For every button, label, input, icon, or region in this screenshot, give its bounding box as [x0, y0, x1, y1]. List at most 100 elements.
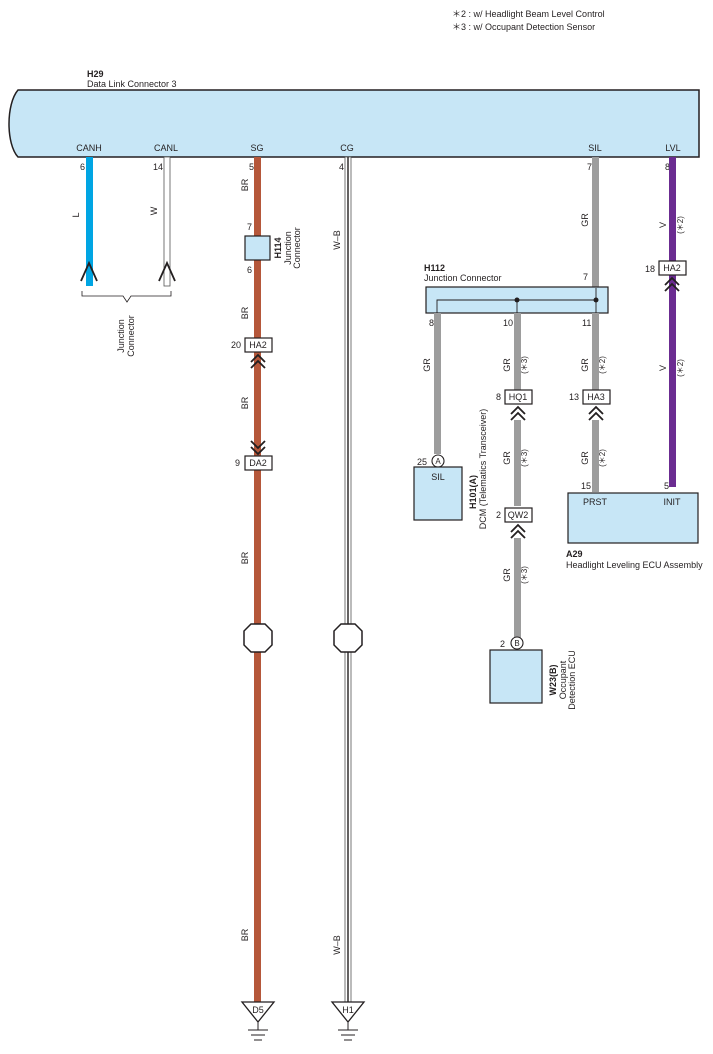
- h112-pin10-wire-note: (＊3): [520, 356, 529, 374]
- prst-wire-color: GR: [580, 451, 590, 465]
- ha3-pin: 13: [569, 392, 579, 402]
- occupant-component: [489, 649, 543, 704]
- dcm-a-wire-color: GR: [502, 451, 512, 465]
- h114-pin-top: 7: [247, 222, 252, 232]
- ha2-lvl-label: HA2: [663, 263, 681, 273]
- sg-wire-octagon: [243, 623, 273, 653]
- dcm-component: [413, 466, 463, 521]
- occupant-pin-num: 2: [500, 639, 505, 649]
- ground-d5-label: D5: [252, 1005, 264, 1015]
- cg-wire-color-bottom: W–B: [332, 935, 342, 955]
- cg-wire-octagon: [333, 623, 363, 653]
- can-junction-brace: [81, 291, 172, 303]
- h112-code: H112: [424, 263, 445, 273]
- h112-name: Junction Connector: [424, 273, 502, 283]
- dlc-pin-lvl-label: LVL: [665, 143, 680, 153]
- ha3-wire: [592, 420, 599, 492]
- occupant-name-1: Occupant: [558, 660, 568, 699]
- dlc-pin-sg-num: 5: [249, 162, 254, 172]
- h112-pin11-wire-color: GR: [580, 358, 590, 372]
- sil-wire-top: [592, 157, 599, 288]
- h114-connector: [244, 235, 271, 261]
- hq1-label: HQ1: [509, 392, 528, 402]
- lvl-wire-note-mid: (＊2): [676, 359, 685, 377]
- dlc-pin-lvl-num: 8: [665, 162, 670, 172]
- ha3-arrow: [588, 405, 604, 421]
- ha2-sg-pin: 20: [231, 340, 241, 350]
- hq1-box: [504, 389, 533, 405]
- dlc-pin-canh-label: CANH: [76, 143, 102, 153]
- occupant-name-2: Detection ECU: [567, 650, 577, 710]
- dlc-pin-canl-num: 14: [153, 162, 163, 172]
- ha2-sg-arrow: [250, 353, 266, 369]
- cg-wire: [344, 156, 352, 1006]
- prst-wire-note: (＊2): [598, 449, 607, 467]
- ground-d5-symbol: [240, 1001, 276, 1024]
- qw2-wire: [514, 538, 521, 638]
- dcm-name: DCM (Telematics Transceiver): [478, 409, 488, 530]
- dlc-pin-cg-num: 4: [339, 162, 344, 172]
- ha2-lvl-pin: 18: [645, 264, 655, 274]
- h112-pin-7: 7: [583, 272, 588, 282]
- sg-wire-color-mid1: BR: [240, 306, 250, 319]
- dlc-connector-body: [8, 89, 700, 158]
- ground-h1-icon: [338, 1029, 358, 1041]
- da2-label: DA2: [249, 458, 267, 468]
- occ-wire-note: (＊3): [520, 566, 529, 584]
- ha2-lvl-box: [658, 260, 687, 276]
- ha2-lvl-arrow: [664, 276, 680, 292]
- can-junction-label-1: Junction: [116, 319, 126, 353]
- qw2-label: QW2: [508, 510, 529, 520]
- h112-pin-8: 8: [429, 318, 434, 328]
- dlc-pin-canl-label: CANL: [154, 143, 178, 153]
- h112-pin10-wire: [514, 313, 521, 390]
- qw2-arrow: [510, 523, 526, 539]
- da2-box: [244, 455, 273, 471]
- sg-wire-color-mid2: BR: [240, 396, 250, 409]
- lvl-wire-color-mid: V: [658, 365, 668, 371]
- occ-wire-color: GR: [502, 568, 512, 582]
- lvl-wire: [669, 157, 676, 487]
- canh-wire: [86, 157, 93, 286]
- a29-pin-prst-num: 15: [581, 481, 591, 491]
- dlc-code: H29: [87, 69, 104, 79]
- qw2-box: [504, 507, 533, 523]
- canl-wire: [163, 156, 171, 287]
- dcm-a-wire-note: (＊3): [520, 449, 529, 467]
- note-2: ＊2 : w/ Headlight Beam Level Control: [452, 9, 605, 19]
- h112-splice-dot-2: [593, 297, 599, 303]
- da2-pin: 9: [235, 458, 240, 468]
- dcm-pin-label: SIL: [431, 472, 445, 482]
- hq1-arrow: [510, 405, 526, 421]
- h112-pin-10: 10: [503, 318, 513, 328]
- a29-name: Headlight Leveling ECU Assembly: [566, 560, 703, 570]
- sil-wire-color-top: GR: [580, 213, 590, 227]
- a29-pin-init-num: 5: [664, 481, 669, 491]
- occupant-pin-circle-letter: B: [514, 639, 519, 648]
- ha2-sg-label: HA2: [249, 340, 267, 350]
- dlc-pin-sg-label: SG: [250, 143, 263, 153]
- ha3-box: [582, 389, 611, 405]
- dcm-pin-circle-letter: A: [435, 457, 441, 466]
- h112-splice-dot-1: [514, 297, 520, 303]
- dlc-pin-sil-label: SIL: [588, 143, 602, 153]
- a29-pin-init: INIT: [664, 497, 682, 507]
- occupant-code: W23(B): [548, 664, 558, 695]
- sg-wire-color-mid3: BR: [240, 551, 250, 564]
- a29-pin-prst: PRST: [583, 497, 608, 507]
- sg-wire: [254, 157, 261, 1005]
- ground-d5-icon: [248, 1029, 268, 1041]
- occupant-pin-circle: [510, 636, 524, 650]
- hq1-pin: 8: [496, 392, 501, 402]
- canl-wire-color: W: [149, 206, 159, 215]
- a29-component: [567, 492, 699, 544]
- h112-pin10-wire-color: GR: [502, 358, 512, 372]
- canl-connector-symbol: [158, 260, 176, 282]
- note-3: ＊3 : w/ Occupant Detection Sensor: [452, 22, 595, 32]
- h114-name-2: Connector: [292, 227, 302, 269]
- dlc-pin-cg-label: CG: [340, 143, 354, 153]
- h114-pin-bottom: 6: [247, 265, 252, 275]
- da2-arrow: [250, 440, 266, 456]
- qw2-pin: 2: [496, 510, 501, 520]
